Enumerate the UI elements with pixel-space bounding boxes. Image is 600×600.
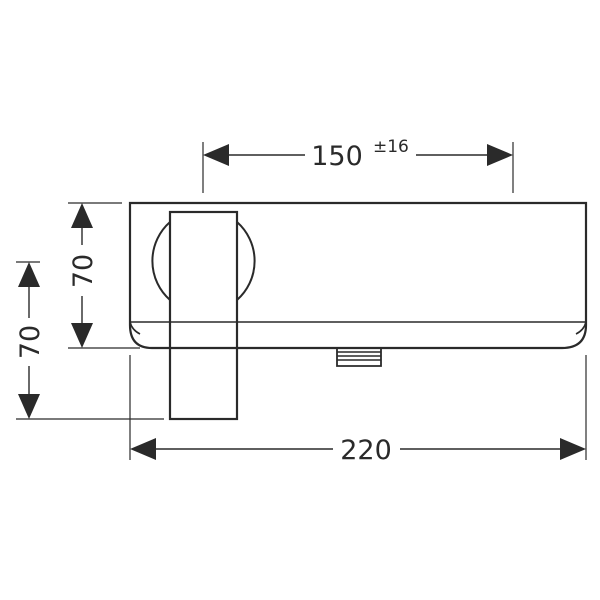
dimension-lower-height: 70 (15, 261, 164, 420)
arrow-top (18, 262, 40, 287)
total-width-value: 220 (340, 435, 392, 466)
dimension-spacing: 150 ±16 (202, 137, 514, 193)
handle-rosette (151, 221, 256, 301)
rosette-left-arc (151, 221, 171, 301)
rosette-right-arc (236, 221, 256, 301)
upper-height-value: 70 (68, 254, 99, 288)
dimension-upper-height: 70 (68, 202, 140, 349)
arrow-right (487, 144, 513, 166)
lever-handle (168, 210, 239, 421)
dimension-total-width: 220 (129, 355, 587, 466)
body-right-corner (575, 321, 587, 335)
arrow-top (71, 203, 93, 228)
body-outline (128, 201, 588, 350)
arrow-left (130, 438, 156, 460)
nozzle-outline (336, 348, 382, 367)
arrow-bottom (18, 394, 40, 419)
lower-height-value: 70 (15, 325, 46, 359)
spacing-tolerance: ±16 (373, 137, 409, 157)
outlet-nozzle (336, 348, 382, 367)
arrow-left (203, 144, 229, 166)
arrow-right (560, 438, 586, 460)
arrow-bottom (71, 323, 93, 348)
lever-outline (168, 210, 239, 421)
body-left-corner (129, 321, 141, 335)
spacing-value: 150 (311, 141, 363, 172)
mixer-body (128, 201, 588, 350)
